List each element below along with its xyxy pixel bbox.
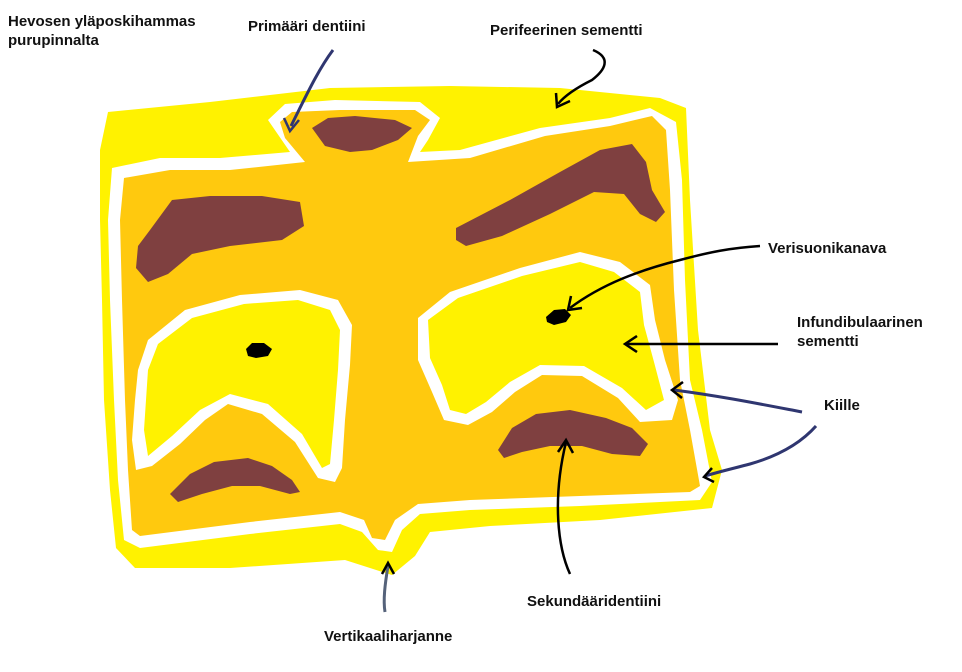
primaari-dentiini-pointer bbox=[282, 49, 335, 134]
label-perifeerinen-sementti: Perifeerinen sementti bbox=[490, 22, 643, 39]
label-kiille: Kiille bbox=[824, 397, 860, 414]
label-vertikaaliharjanne: Vertikaaliharjanne bbox=[324, 628, 453, 645]
label-infundibulaarinen-line1: Infundibulaarinen bbox=[797, 314, 923, 331]
infundibulaarinen-sementti-pointer bbox=[622, 334, 778, 354]
vascular-canal-right bbox=[546, 309, 571, 325]
diagram-title-line1: Hevosen yläposkihammas bbox=[8, 13, 196, 30]
diagram-title: Hevosen yläposkihammas purupinnalta bbox=[8, 12, 196, 50]
label-infundibulaarinen-sementti: Infundibulaarinen sementti bbox=[797, 313, 923, 351]
left-infundibulum-cement bbox=[144, 300, 340, 468]
vascular-canal-left bbox=[246, 343, 272, 358]
label-infundibulaarinen-line2: sementti bbox=[797, 333, 859, 350]
diagram-title-line2: purupinnalta bbox=[8, 32, 99, 49]
perifeerinen-sementti-pointer bbox=[554, 48, 606, 109]
vertikaaliharjanne-pointer bbox=[380, 560, 396, 613]
secondary-dentin-streak bbox=[136, 196, 304, 282]
secondary-dentin-streak bbox=[312, 116, 412, 152]
secondary-dentin-streak bbox=[498, 410, 648, 458]
secondary-dentin-streak bbox=[170, 458, 300, 502]
verisuonikanava-pointer bbox=[566, 244, 761, 312]
sekundaaridentiini-pointer bbox=[556, 437, 575, 575]
secondary-dentin-streak bbox=[456, 144, 665, 246]
right-infundibulum-cement bbox=[428, 262, 664, 414]
label-verisuonikanava: Verisuonikanava bbox=[768, 240, 887, 257]
kiille-pointer-upper bbox=[669, 380, 803, 414]
label-primaari-dentiini: Primääri dentiini bbox=[248, 18, 366, 35]
kiille-pointer-lower bbox=[701, 425, 818, 484]
label-sekundaaridentiini: Sekundääridentiini bbox=[527, 593, 662, 610]
